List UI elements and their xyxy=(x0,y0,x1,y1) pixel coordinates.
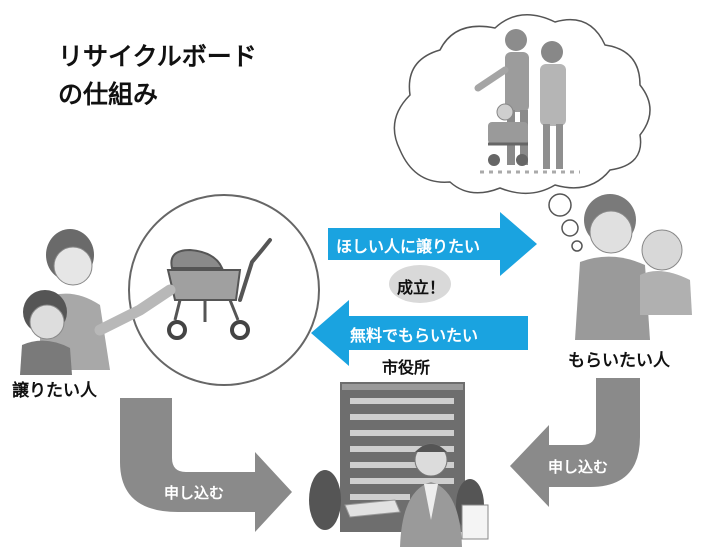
giver-figure xyxy=(20,229,176,375)
deal-badge-label: 成立！ xyxy=(397,278,446,297)
receiver-label: もらいたい人 xyxy=(568,351,670,371)
apply-right-arrow xyxy=(510,378,640,507)
giver-label: 譲りたい人 xyxy=(12,381,97,401)
stroller-circle xyxy=(128,194,320,386)
happy-family-illustration xyxy=(474,29,580,174)
apply-right-label: 申し込む xyxy=(548,458,609,476)
city-hall-label: 市役所 xyxy=(382,358,431,377)
offer-arrow-label: ほしい人に譲りたい xyxy=(336,237,481,256)
request-arrow-label: 無料でもらいたい xyxy=(350,326,479,345)
apply-left-arrow xyxy=(120,398,292,532)
offer-arrow xyxy=(328,212,537,276)
deal-badge-bg xyxy=(389,265,451,303)
city-hall-building xyxy=(309,382,489,547)
title-line-2: の仕組み xyxy=(58,80,159,109)
request-arrow xyxy=(311,300,528,366)
apply-left-label: 申し込む xyxy=(164,484,225,502)
receiver-figure xyxy=(575,194,692,340)
title-line-1: リサイクルボード xyxy=(58,42,257,71)
diagram-title: リサイクルボード の仕組み xyxy=(58,38,257,114)
